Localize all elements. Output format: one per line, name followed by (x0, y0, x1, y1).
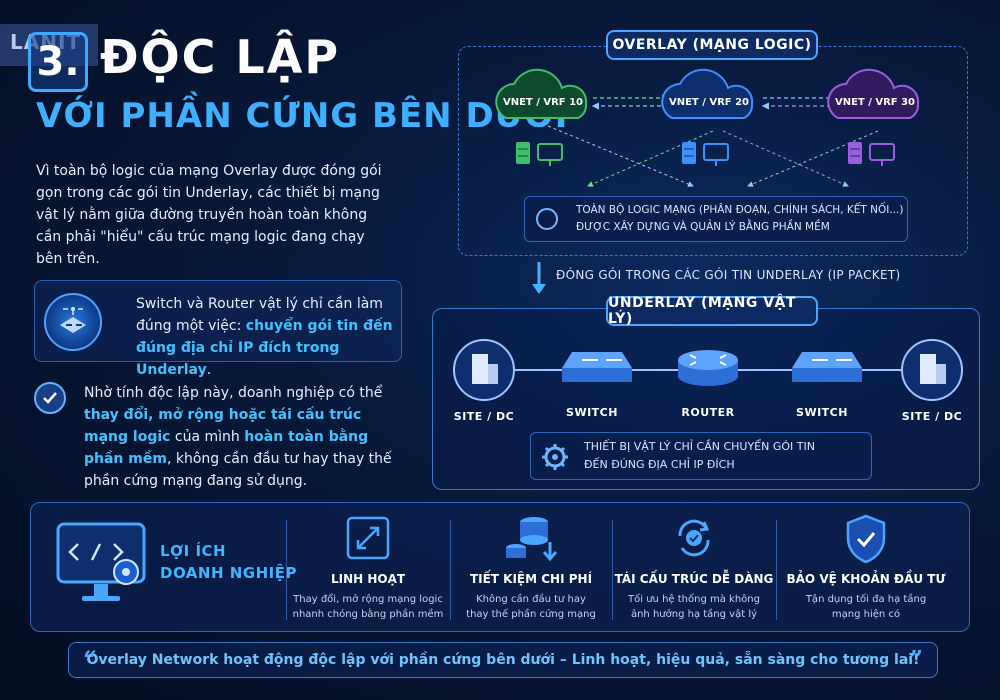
node-label-router: ROUTER (681, 406, 735, 419)
cloud-vrf20-icon (661, 68, 754, 119)
section-number: 3. (28, 32, 88, 92)
underlay-note-text: THIẾT BỊ VẬT LÝ CHỈ CẦN CHUYỂN GÓI TIN Đ… (584, 440, 815, 471)
router-icon (678, 350, 738, 386)
underlay-label: UNDERLAY (MẠNG VẬT LÝ) (606, 295, 818, 327)
divider (450, 520, 451, 620)
divider (776, 520, 777, 620)
open-quote-icon: “ (83, 645, 97, 674)
checkmark-icon (34, 382, 66, 414)
building-icon-left (453, 339, 515, 401)
cloud-label-vrf30: VNET / VRF 30 (834, 97, 916, 108)
cloud-label-vrf20: VNET / VRF 20 (668, 97, 750, 108)
quote-text: Overlay Network hoạt động độc lập với ph… (86, 652, 920, 668)
overlay-label: OVERLAY (MẠNG LOGIC) (606, 30, 818, 60)
quote-banner: “ Overlay Network hoạt động độc lập với … (68, 642, 938, 678)
node-label-site-left: SITE / DC (453, 410, 515, 423)
server-monitor-icon-1 (516, 142, 563, 166)
expand-icon (346, 516, 390, 560)
independence-paragraph: Nhờ tính độc lập này, doanh nghiệp có th… (84, 385, 392, 489)
computer-code-icon (56, 522, 146, 601)
benefit-investment: BẢO VỆ KHOẢN ĐẦU TƯ Tận dụng tối đa hạ t… (776, 512, 956, 624)
page-subtitle: VỚI PHẦN CỨNG BÊN DƯỚI (36, 96, 569, 136)
benefit-restructure: TÁI CẤU TRÚC DỄ DÀNG Tối ưu hệ thống mà … (612, 512, 776, 624)
cloud-vrf10-icon (495, 68, 588, 119)
node-label-switch-1: SWITCH (566, 406, 618, 419)
cloud-label-vrf10: VNET / VRF 10 (502, 97, 584, 108)
shield-check-icon (846, 514, 886, 564)
benefits-panel (30, 502, 970, 632)
overlay-note (524, 196, 908, 242)
divider (612, 520, 613, 620)
gear-icon (542, 444, 568, 470)
network-switch-icon (44, 293, 102, 351)
divider (286, 520, 287, 620)
server-monitor-icon-3 (848, 142, 895, 166)
close-quote-icon: ” (909, 645, 923, 674)
switch-router-card (34, 280, 402, 362)
software-logic-icon (536, 208, 558, 230)
encapsulation-text: ĐÓNG GÓI TRONG CÁC GÓI TIN UNDERLAY (IP … (556, 268, 901, 282)
node-label-switch-2: SWITCH (796, 406, 848, 419)
page-title: ĐỘC LẬP (100, 30, 341, 84)
overlay-note-text: TOÀN BỘ LOGIC MẠNG (PHÂN ĐOẠN, CHÍNH SÁC… (576, 204, 904, 233)
flow-3 (722, 130, 849, 187)
server-monitor-icon-2 (682, 142, 729, 166)
benefits-title: LỢI ÍCH DOANH NGHIỆP (160, 542, 297, 582)
building-icon-right (901, 339, 963, 401)
flow-1 (547, 125, 694, 187)
underlay-diagram (453, 339, 963, 401)
flow-2 (587, 130, 714, 187)
overlay-diagram (495, 68, 920, 187)
underlay-note (530, 432, 872, 480)
intro-paragraph: Vì toàn bộ logic của mạng Overlay được đ… (36, 163, 382, 267)
switch-router-text: Switch và Router vật lý chỉ cần làm đúng… (136, 296, 393, 378)
switch-icon-1 (562, 352, 632, 382)
cloud-vrf30-icon (827, 68, 920, 119)
down-arrow-icon (532, 262, 546, 294)
node-label-site-right: SITE / DC (901, 410, 963, 423)
refresh-check-icon (678, 519, 710, 557)
switch-icon-2 (792, 352, 862, 382)
database-savings-icon (506, 517, 558, 562)
